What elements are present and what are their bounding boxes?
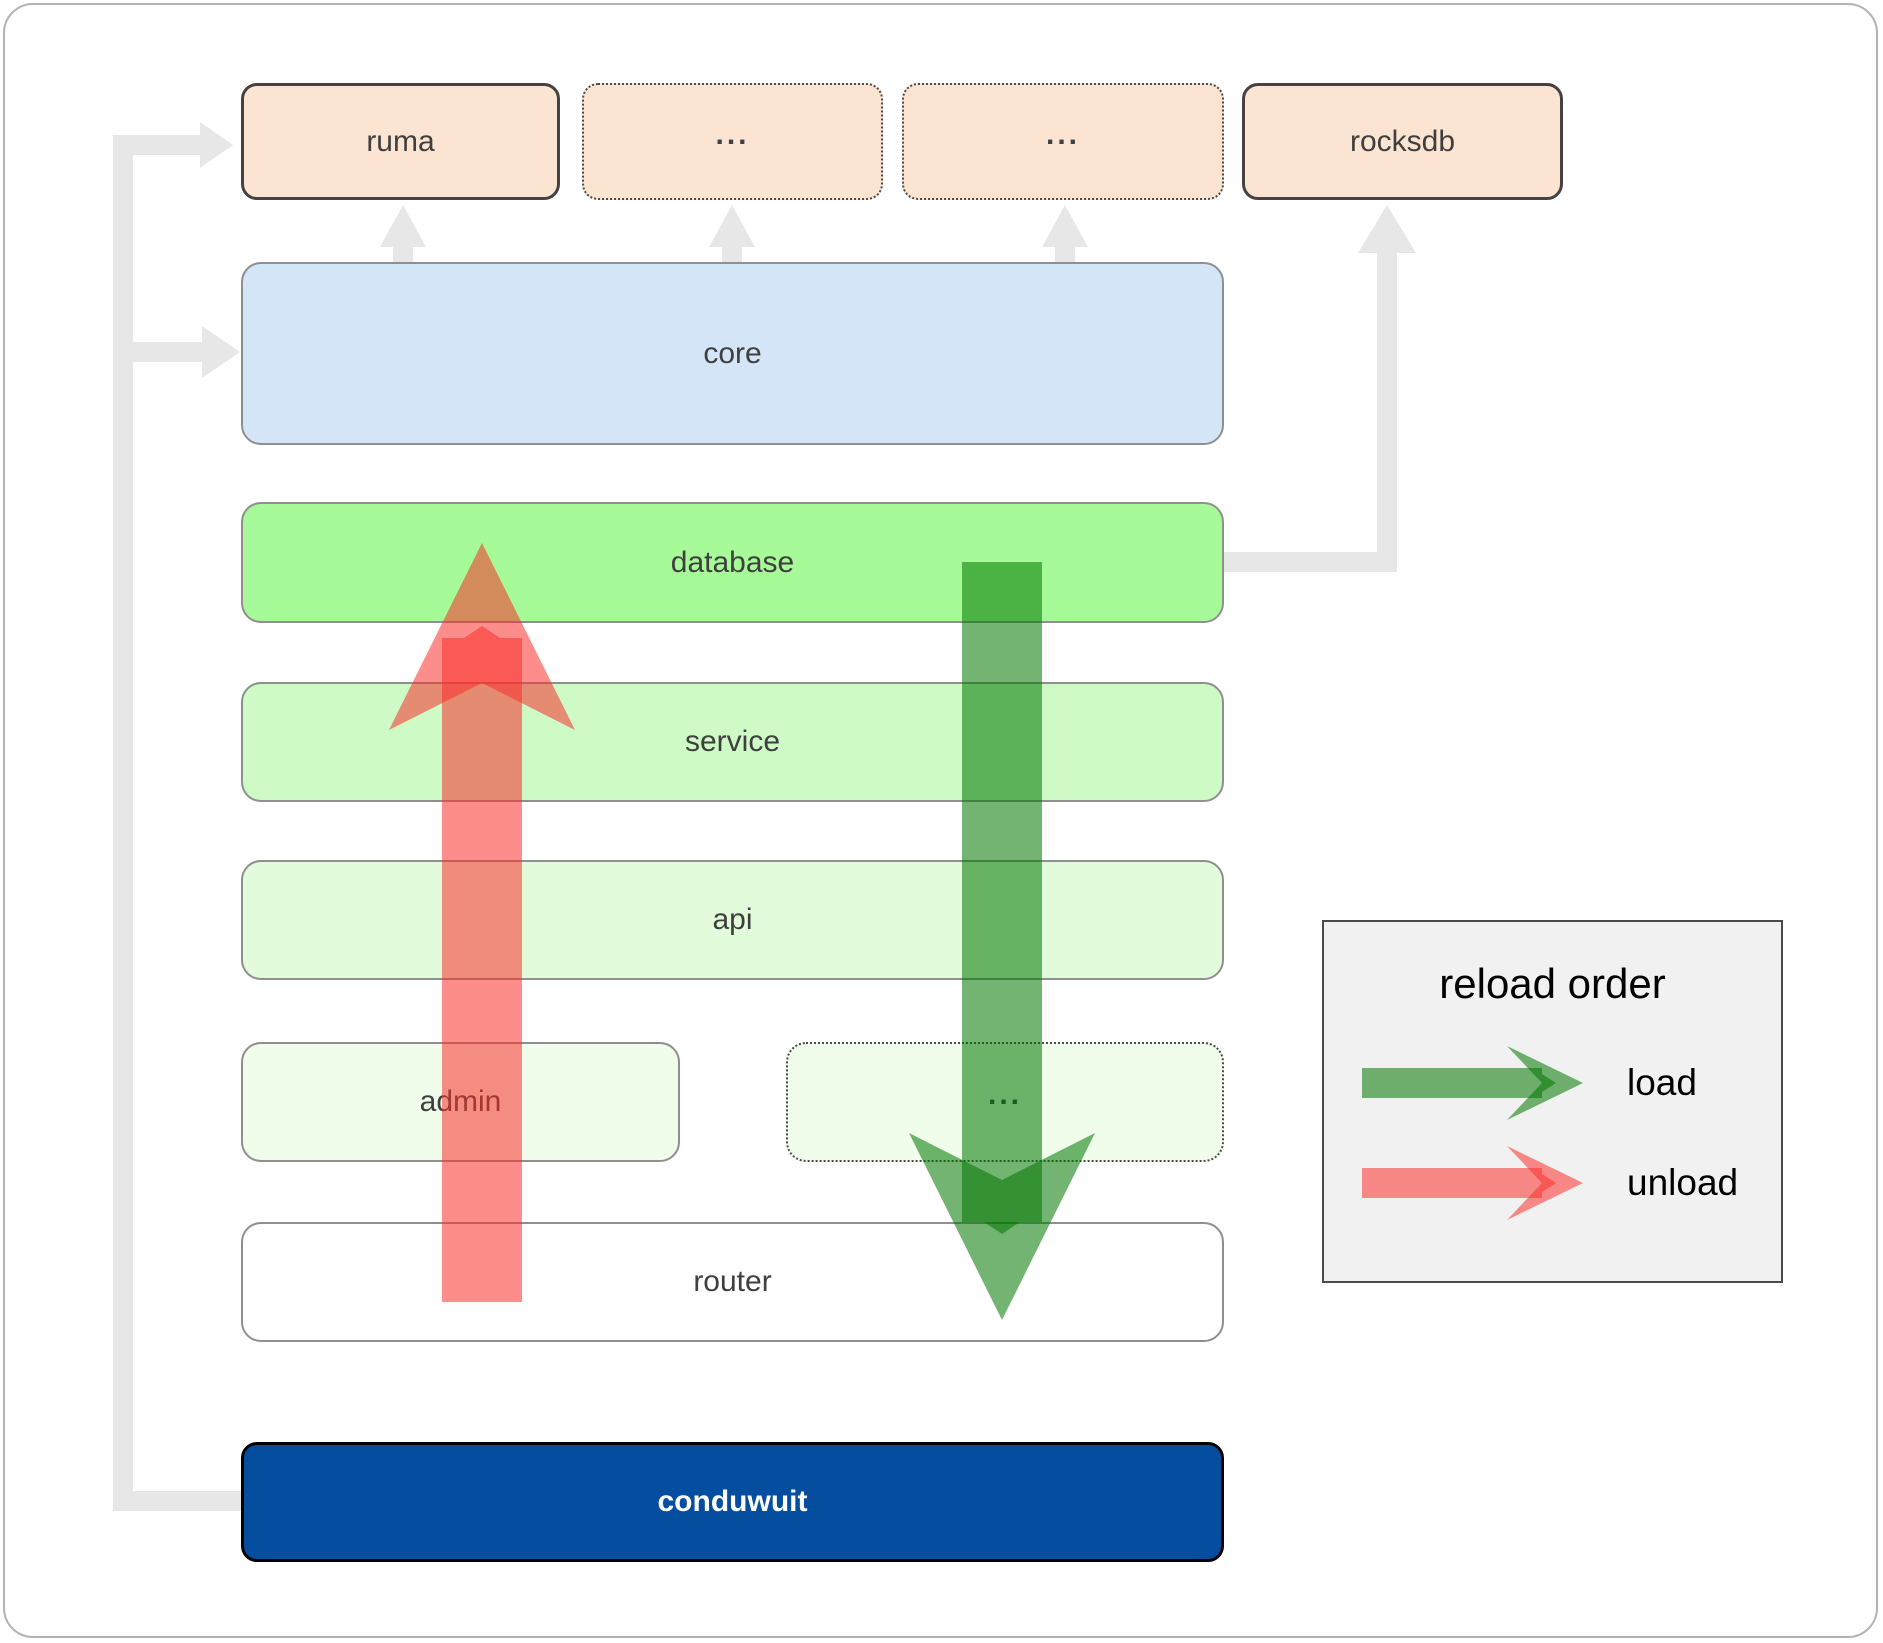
legend-box: reload order	[1322, 920, 1783, 1283]
node-admin-label: admin	[419, 1085, 502, 1118]
node-service: service	[241, 682, 1224, 802]
node-database: database	[241, 502, 1224, 623]
legend-load-label: load	[1627, 1062, 1697, 1103]
node-router-label: router	[693, 1265, 772, 1298]
node-database-label: database	[670, 545, 795, 579]
node-core-label: core	[703, 336, 762, 370]
legend-unload-label: unload	[1627, 1162, 1739, 1203]
node-conduwuit-label: conduwuit	[657, 1485, 808, 1518]
node-rocksdb: rocksdb	[1242, 83, 1563, 200]
node-admin-dots-label: ...	[987, 1078, 1022, 1111]
node-api-label: api	[712, 903, 753, 936]
node-ruma: ruma	[241, 83, 560, 200]
node-admin-dots: ...	[786, 1042, 1224, 1162]
node-api: api	[241, 860, 1224, 980]
node-rocksdb-label: rocksdb	[1349, 124, 1456, 158]
node-router: router	[241, 1222, 1224, 1342]
node-dots-b: ...	[902, 83, 1224, 200]
node-dots-a: ...	[582, 83, 883, 200]
legend-title: reload order	[1439, 960, 1666, 1007]
node-core: core	[241, 262, 1224, 445]
node-service-label: service	[684, 725, 781, 758]
node-ruma-label: ruma	[366, 124, 435, 158]
diagram-canvas	[3, 3, 1878, 1638]
node-dots-b-label: ...	[1045, 117, 1080, 151]
node-dots-a-label: ...	[715, 117, 750, 151]
node-admin: admin	[241, 1042, 680, 1162]
node-conduwuit: conduwuit	[241, 1442, 1224, 1562]
